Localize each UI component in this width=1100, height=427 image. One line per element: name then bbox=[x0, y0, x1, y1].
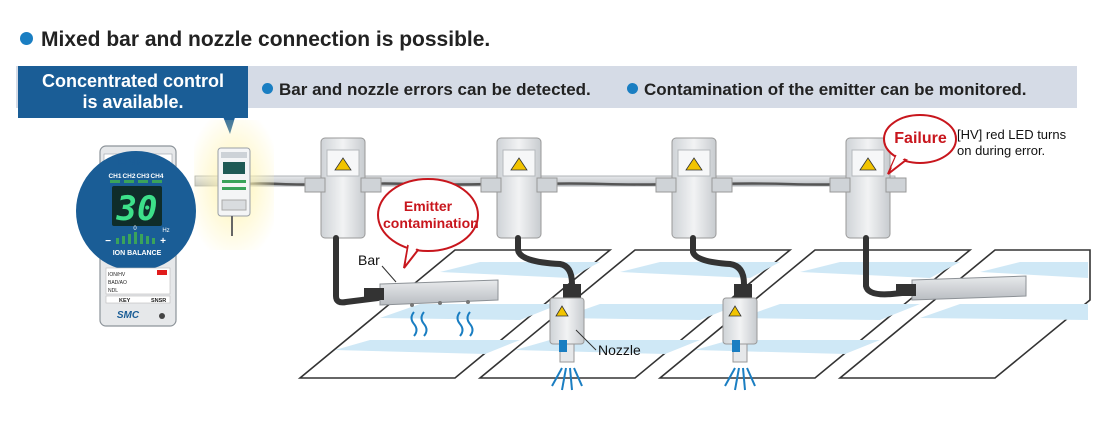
brand-logo: SMC bbox=[117, 310, 140, 321]
bar-ionizer-2 bbox=[896, 275, 1027, 301]
bar-ionizer-1 bbox=[364, 279, 499, 307]
ion-balance-label: ION BALANCE bbox=[113, 250, 162, 257]
channel-leds bbox=[110, 180, 162, 183]
contamination-monitor-note: Contamination of the emitter can be moni… bbox=[627, 80, 1027, 100]
ionizer-unit-1 bbox=[304, 137, 382, 239]
ion-flow-icon bbox=[410, 311, 474, 337]
bullet-dot-icon bbox=[262, 83, 273, 94]
ionizer-controller-panel bbox=[76, 145, 196, 327]
display-readout: 30 bbox=[116, 189, 158, 229]
status-row-label: ION/HV bbox=[108, 272, 126, 278]
emitter-contamination-text: Emitter contamination bbox=[383, 198, 479, 231]
channel-label: CH2 bbox=[122, 173, 135, 180]
status-row-label: NDL bbox=[108, 288, 118, 294]
nozzle-ionizer-1 bbox=[549, 284, 585, 363]
failure-bubble bbox=[883, 114, 957, 175]
concentrated-control-callout: Concentrated control is available. bbox=[18, 66, 248, 118]
scale-minus-label: − bbox=[105, 236, 111, 247]
bullet-dot-icon bbox=[20, 32, 33, 45]
bar-nozzle-errors-note: Bar and nozzle errors can be detected. bbox=[262, 80, 591, 100]
ion-balance-scale bbox=[116, 232, 155, 244]
status-row-label: BAD/AO bbox=[108, 280, 127, 286]
page-title: Mixed bar and nozzle connection is possi… bbox=[20, 28, 490, 52]
scale-plus-label: + bbox=[160, 236, 166, 247]
failure-text: Failure bbox=[894, 130, 947, 147]
controller-module bbox=[217, 147, 251, 236]
bullet-dot-icon bbox=[627, 83, 638, 94]
nozzle-leader-line bbox=[575, 329, 597, 351]
bar-leader-line bbox=[381, 265, 397, 283]
nozzle-label: Nozzle bbox=[598, 342, 641, 358]
hv-led-note: [HV] red LED turns on during error. bbox=[957, 127, 1067, 158]
channel-label: CH3 bbox=[136, 173, 149, 180]
device-cables bbox=[333, 235, 915, 306]
controller-title: IONIZER bbox=[116, 156, 161, 168]
ionizer-unit-2 bbox=[480, 137, 558, 239]
ion-spray-icon bbox=[551, 367, 756, 391]
sensor-label: SNSR bbox=[151, 298, 166, 304]
ionizer-unit-3 bbox=[655, 137, 733, 239]
key-label: KEY bbox=[119, 298, 131, 304]
bar-label: Bar bbox=[358, 252, 380, 268]
nozzle-ionizer-2 bbox=[722, 284, 758, 363]
scale-zero-label: 0 bbox=[133, 226, 137, 232]
channel-label: CH1 bbox=[108, 173, 121, 180]
hz-unit-label: Hz bbox=[162, 228, 169, 234]
ionizer-unit-4 bbox=[829, 137, 907, 239]
emitter-contamination-bubble bbox=[377, 178, 479, 269]
channel-label: CH4 bbox=[150, 173, 163, 180]
